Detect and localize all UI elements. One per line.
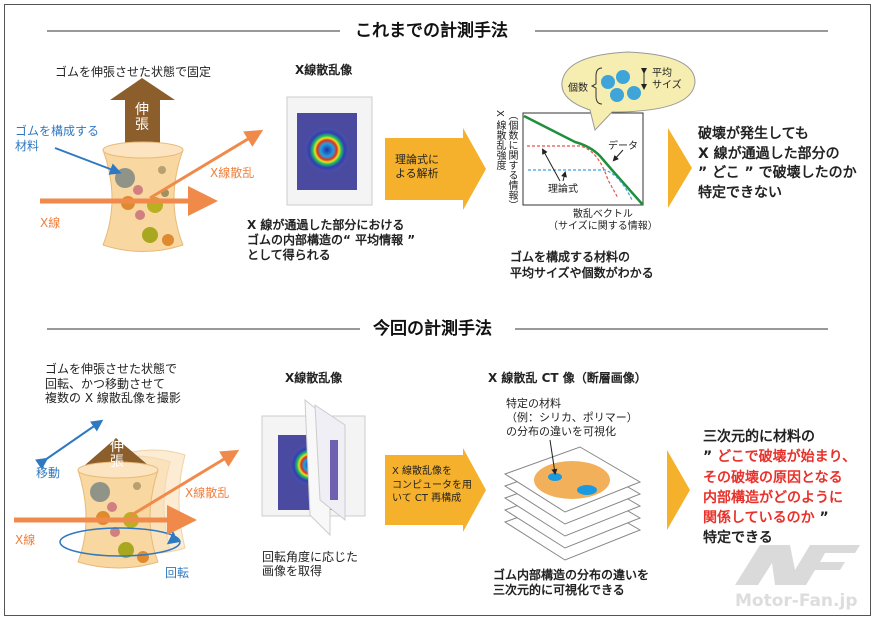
conclusion-highlight: どこで破壊が始まり、 その破壊の原因となる 内部構造がどのように 関係しているの…: [703, 449, 857, 527]
scatter-label: X線散乱: [210, 166, 255, 180]
watermark-logo: [735, 545, 860, 585]
conclusion-text: 三次元的に材料の ” どこで破壊が始まり、 その破壊の原因となる 内部構造がどの…: [703, 427, 856, 549]
xray-label: X線: [15, 533, 36, 547]
ct-slice-stack: [503, 439, 642, 561]
analysis-arrow: [385, 128, 486, 210]
rubber-sample-illustration: [102, 78, 184, 252]
material-label: ゴムを構成する 材料: [15, 124, 100, 153]
result-arrow: [668, 128, 692, 208]
scatter-image-stack: [261, 398, 366, 537]
conclusion-text: 破壊が発生しても X 線が通過した部分の ” どこ ” で破壊したのか 特定でき…: [698, 126, 857, 201]
move-label: 移動: [36, 466, 61, 480]
scatter-label: X線散乱: [185, 486, 230, 500]
close-quote: ”: [819, 510, 829, 527]
fixed-caption: ゴムを伸張させた状態で固定: [55, 65, 212, 79]
image-title: X線散乱像: [285, 371, 343, 385]
frame: [4, 4, 871, 616]
ct-title: X 線散乱 CT 像（断層画像）: [488, 371, 647, 385]
result-arrow: [667, 450, 690, 530]
scatter-image: [286, 96, 373, 206]
scatter-beam-arrow: [129, 449, 240, 518]
xray-label: X線: [40, 216, 61, 230]
conclusion-line: 三次元的に材料の: [703, 429, 815, 445]
chart-data-label: データ: [608, 141, 638, 152]
chart-caption: ゴムを構成する材料の 平均サイズや個数がわかる: [510, 250, 654, 280]
section-title: 今回の計測手法: [373, 319, 492, 339]
chart-theory-label: 理論式: [548, 184, 578, 195]
capture-caption: ゴムを伸張させた状態で 回転、かつ移動させて 複数の X 線散乱像を撮影: [45, 362, 181, 406]
chart-xlabel: 散乱ベクトル （サイズに関する情報）: [548, 209, 658, 232]
analysis-label: 理論式に よる解析: [395, 153, 439, 181]
conclusion-line: 特定できる: [703, 530, 773, 547]
open-quote: ”: [703, 449, 713, 466]
image-title: X線散乱像: [295, 63, 353, 77]
section-title: これまでの計測手法: [355, 21, 508, 41]
scatter-beam-arrow: [149, 129, 264, 200]
ct-reconstruct-arrow: [385, 448, 486, 532]
image-caption: X 線が通過した部分における ゴムの内部構造の“ 平均情報 ” として得られる: [247, 218, 416, 262]
bubble-count-label: 個数: [568, 83, 588, 94]
ct-label: X 線散乱像を コンピュータを用 いて CT 再構成: [392, 466, 472, 504]
stretch-label: 伸 張: [110, 439, 124, 470]
watermark-text: Motor-Fan.jp: [735, 591, 858, 611]
image-caption: 回転角度に応じた 画像を取得: [262, 550, 359, 579]
scattering-chart: [522, 51, 696, 206]
chart-ylabel: （個数に関する情報） X 線散乱強度: [494, 110, 517, 210]
ct-caption: ゴム内部構造の分布の違いを 三次元的に可視化できる: [493, 568, 650, 598]
rotate-label: 回転: [165, 566, 190, 580]
bubble-size-label: 平均 サイズ: [652, 68, 682, 91]
ct-note: 特定の材料 （例：シリカ、ポリマー） の分布の違いを可視化: [506, 397, 638, 438]
material-pointer-arrow: [54, 147, 122, 175]
move-arrow: [35, 419, 104, 470]
stretch-label: 伸 張: [135, 102, 149, 133]
